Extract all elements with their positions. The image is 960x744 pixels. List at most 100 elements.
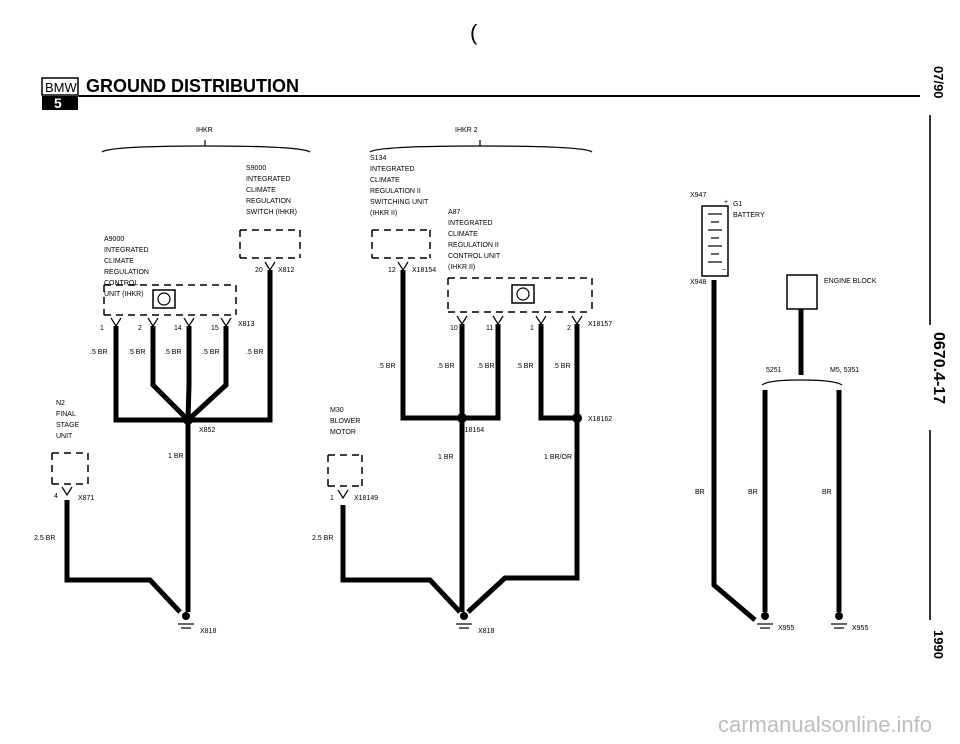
splice-x852 bbox=[183, 415, 193, 425]
svg-text:CLIMATE: CLIMATE bbox=[246, 187, 276, 194]
svg-text:INTEGRATED: INTEGRATED bbox=[104, 247, 149, 254]
page-title: GROUND DISTRIBUTION bbox=[86, 76, 299, 96]
wire-label: 1 BR bbox=[168, 453, 184, 460]
svg-text:REGULATION: REGULATION bbox=[246, 198, 291, 205]
connector-x871: X871 bbox=[78, 495, 94, 502]
wire-label: BR bbox=[748, 489, 758, 496]
svg-text:+: + bbox=[724, 199, 728, 206]
svg-text:INTEGRATED: INTEGRATED bbox=[370, 166, 415, 173]
s9000-box bbox=[239, 229, 301, 259]
wire-label: BR bbox=[822, 489, 832, 496]
svg-text:S134: S134 bbox=[370, 155, 386, 162]
wire-label: .5 BR bbox=[202, 349, 220, 356]
a87-module-icon bbox=[511, 284, 535, 304]
wire-label: .5 BR bbox=[477, 363, 495, 370]
svg-text:M30: M30 bbox=[330, 407, 344, 414]
svg-text:UNIT: UNIT bbox=[56, 433, 73, 440]
connector-x812: X812 bbox=[278, 267, 294, 274]
svg-text:CONTROL UNIT: CONTROL UNIT bbox=[448, 253, 501, 260]
n2-box bbox=[51, 452, 89, 485]
svg-text:INTEGRATED: INTEGRATED bbox=[246, 176, 291, 183]
side-date: 07/90 bbox=[931, 66, 946, 99]
ihkr2-wires bbox=[340, 270, 580, 614]
svg-text:REGULATION II: REGULATION II bbox=[448, 242, 499, 249]
pin-label: 20 bbox=[255, 267, 263, 274]
ground-icon bbox=[456, 612, 472, 629]
engine-block-label: ENGINE BLOCK bbox=[824, 278, 877, 285]
svg-text:N2: N2 bbox=[56, 400, 65, 407]
bmw-5-logo: BMW 5 bbox=[41, 77, 79, 111]
svg-text:MOTOR: MOTOR bbox=[330, 429, 356, 436]
connector-x818: X818 bbox=[478, 628, 494, 635]
battery-icon bbox=[701, 205, 729, 277]
a9000-box bbox=[103, 284, 237, 316]
connector-x955: X955 bbox=[778, 625, 794, 632]
connector-x18162: X18162 bbox=[588, 416, 612, 423]
wire-label: .5 BR bbox=[164, 349, 182, 356]
pin-label: 1 bbox=[330, 495, 334, 502]
side-year: 1990 bbox=[931, 630, 946, 659]
svg-text:STAGE: STAGE bbox=[56, 422, 80, 429]
a87-label: A87 INTEGRATED CLIMATE REGULATION II CON… bbox=[448, 209, 501, 271]
wire-label: .5 BR bbox=[90, 349, 108, 356]
pin-label: 15 bbox=[211, 325, 219, 332]
pin-label: 4 bbox=[54, 493, 58, 500]
ground-icon bbox=[757, 612, 773, 629]
svg-text:S9000: S9000 bbox=[246, 165, 266, 172]
wire-label: 2.5 BR bbox=[312, 535, 333, 542]
svg-text:CLIMATE: CLIMATE bbox=[104, 258, 134, 265]
ihkr-bracket bbox=[101, 145, 311, 153]
pin-label: 1 bbox=[530, 325, 534, 332]
s134-box bbox=[371, 229, 431, 259]
svg-text:(IHKR II): (IHKR II) bbox=[370, 210, 397, 217]
wire-label: .5 BR bbox=[516, 363, 534, 370]
pin-label: 11 bbox=[486, 325, 493, 332]
pin-label: 12 bbox=[388, 267, 396, 274]
ihkr-label: IHKR bbox=[196, 127, 213, 134]
logo-bottom-text: 5 bbox=[54, 95, 62, 111]
wire-label: 2.5 BR bbox=[34, 535, 55, 542]
a9000-module-icon bbox=[152, 289, 176, 309]
svg-text:A87: A87 bbox=[448, 209, 461, 216]
wire-label: .5 BR bbox=[378, 363, 396, 370]
ground-icon bbox=[831, 612, 847, 629]
wire-label: 1 BR/OR bbox=[544, 454, 572, 461]
ground-icon bbox=[178, 612, 194, 629]
s134-label: S134 INTEGRATED CLIMATE REGULATION II SW… bbox=[370, 155, 429, 217]
wire-label: .5 BR bbox=[128, 349, 146, 356]
connector-x18157: X18157 bbox=[588, 321, 612, 328]
svg-text:REGULATION II: REGULATION II bbox=[370, 188, 421, 195]
svg-text:UNIT (IHKR): UNIT (IHKR) bbox=[104, 291, 144, 298]
connector-x955: X955 bbox=[852, 625, 868, 632]
wire-label: 1 BR bbox=[438, 454, 454, 461]
ihkr-wires bbox=[64, 270, 273, 614]
a87-box bbox=[447, 277, 593, 313]
wire-label: BR bbox=[695, 489, 705, 496]
connector-x813: X813 bbox=[238, 321, 254, 328]
wire-label: .5 BR bbox=[437, 363, 455, 370]
svg-text:(IHKR II): (IHKR II) bbox=[448, 264, 475, 271]
svg-text:−: − bbox=[722, 267, 726, 274]
svg-text:BLOWER: BLOWER bbox=[330, 418, 360, 425]
splice-x18162 bbox=[572, 413, 582, 423]
splice-x18164 bbox=[457, 413, 467, 423]
logo-top-text: BMW bbox=[45, 80, 78, 95]
pin-label: 10 bbox=[450, 325, 458, 332]
variant-525: 5251 bbox=[766, 367, 782, 374]
ihkr2-bracket bbox=[369, 145, 593, 153]
connector-x18164: X18164 bbox=[460, 427, 484, 434]
engine-block-icon bbox=[786, 274, 818, 310]
connector-x947: X947 bbox=[690, 192, 706, 199]
svg-text:REGULATION: REGULATION bbox=[104, 269, 149, 276]
pin-label: 2 bbox=[138, 325, 142, 332]
s9000-label: S9000 INTEGRATED CLIMATE REGULATION SWIT… bbox=[246, 165, 297, 216]
wire-label: .5 BR bbox=[553, 363, 571, 370]
g1-label: G1 bbox=[733, 201, 742, 208]
pin-label: 14 bbox=[174, 325, 182, 332]
connector-x948: X948 bbox=[690, 279, 706, 286]
wire-label: .5 BR bbox=[246, 349, 264, 356]
pin-label: 2 bbox=[567, 325, 571, 332]
svg-text:INTEGRATED: INTEGRATED bbox=[448, 220, 493, 227]
svg-text:A9000: A9000 bbox=[104, 236, 124, 243]
